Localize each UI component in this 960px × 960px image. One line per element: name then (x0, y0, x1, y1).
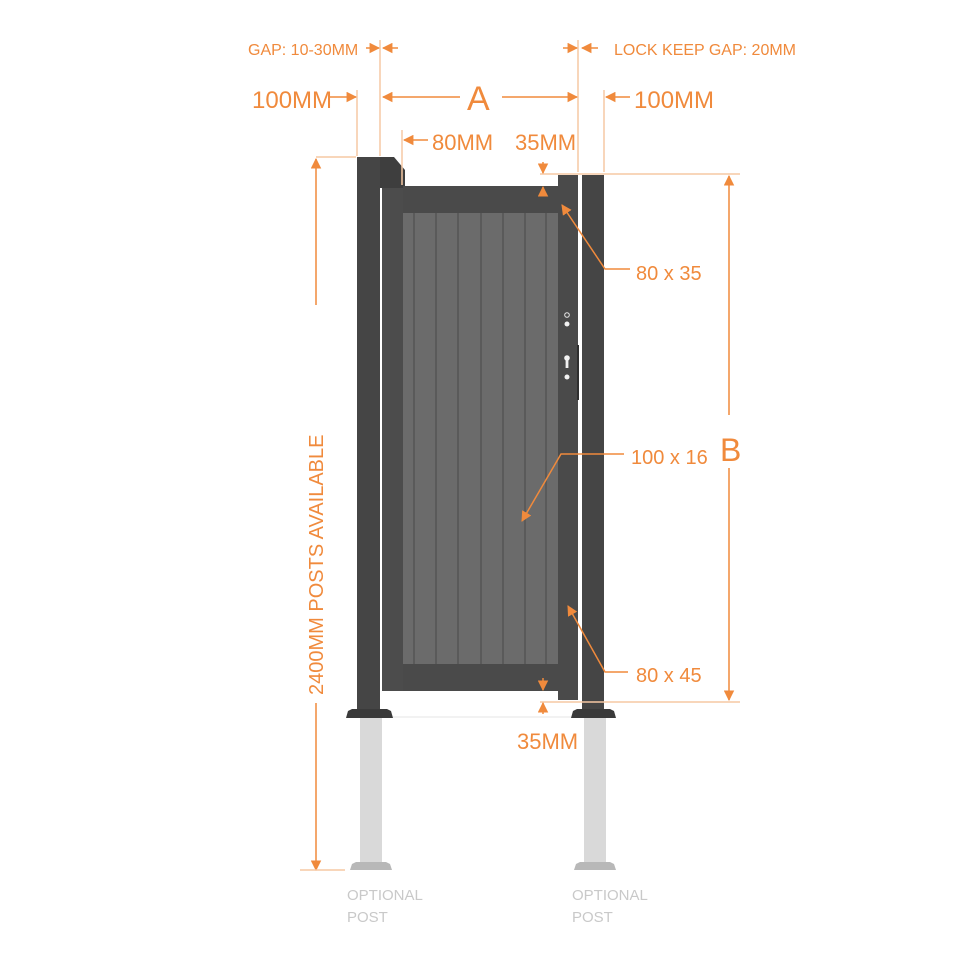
gate-leaf (382, 175, 581, 700)
stile-width-label: 80MM (432, 130, 493, 155)
stile-leader (567, 605, 628, 673)
lock-post (571, 175, 616, 718)
rail-top-size-label: 80 x 35 (636, 263, 702, 285)
optional-post-left-label-1: OPTIONAL (347, 887, 423, 904)
slat-leader (521, 453, 624, 522)
lock-icon (564, 312, 570, 380)
hinge-post (346, 157, 405, 718)
post-left-width-label: 100MM (252, 87, 332, 114)
optional-post-left-label-2: POST (347, 909, 388, 926)
top-clearance-label: 35MM (515, 130, 576, 155)
lock-keep-gap-label: LOCK KEEP GAP: 20MM (614, 42, 796, 59)
optional-post-left (350, 718, 392, 870)
gap-hinge-label: GAP: 10-30MM (248, 42, 358, 59)
bottom-rail (403, 664, 559, 691)
top-rail (403, 186, 559, 213)
lock-stile (558, 175, 578, 700)
stile-size-label: 80 x 45 (636, 665, 702, 687)
optional-post-right-label-2: POST (572, 909, 613, 926)
optional-post-right (574, 718, 616, 870)
rail-top-leader (561, 204, 630, 270)
slat-size-label: 100 x 16 (631, 447, 708, 469)
post-right-width-label: 100MM (634, 87, 714, 114)
bottom-clearance-label: 35MM (517, 729, 578, 754)
optional-post-right-label-1: OPTIONAL (572, 887, 648, 904)
slat-dividers (413, 212, 547, 666)
height-b-label: B (720, 432, 741, 468)
hinge-stile (382, 188, 403, 691)
width-a-label: A (467, 80, 490, 118)
post-height-label: 2400MM POSTS AVAILABLE (306, 435, 328, 696)
